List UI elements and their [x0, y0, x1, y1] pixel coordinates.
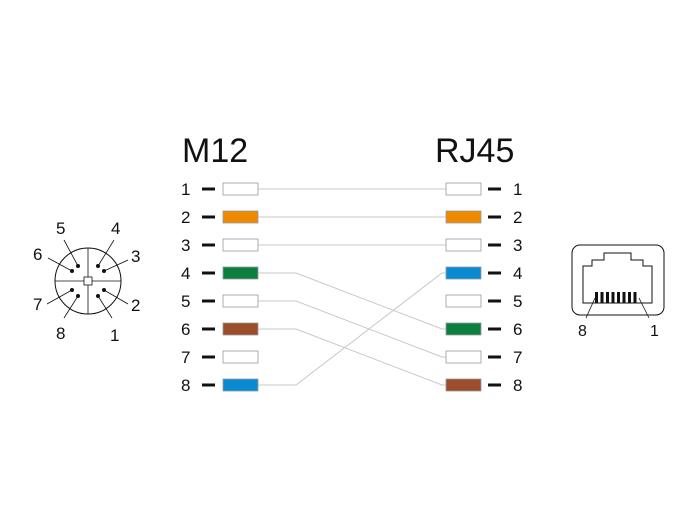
rj45-pin1-label: 1: [650, 323, 659, 340]
m12-pin-number: 5: [181, 292, 190, 311]
m12-pin-label: 4: [111, 219, 120, 238]
rj45-pin-lead: [488, 327, 501, 331]
rj45-title: RJ45: [435, 132, 514, 170]
rj45-contacts: [595, 292, 637, 303]
m12-8pin-connector-icon: 12 34 56 78: [33, 219, 140, 345]
m12-pin-leader: [97, 295, 113, 319]
m12-wire-green: [222, 266, 259, 280]
rj45-contact: [595, 292, 598, 303]
rj45-contact: [606, 292, 609, 303]
m12-pin-column: 1 2 3 4 5 6 7 8: [181, 180, 259, 395]
m12-wire-orange: [222, 210, 259, 224]
rj45-pin-lead: [488, 215, 501, 219]
rj45-pin-column: 1 2 3 4 5 6 7 8: [445, 180, 522, 395]
rj45-pin-lead: [488, 187, 501, 191]
wire-6-to-8: [258, 328, 446, 386]
rj45-contact: [600, 292, 604, 303]
rj45-wire-green: [445, 322, 482, 336]
m12-wire-blue: [222, 378, 259, 392]
m12-pin-dot: [96, 264, 100, 268]
m12-pin-label: 5: [56, 219, 65, 238]
rj45-contact: [633, 292, 637, 303]
rj45-pin-lead: [488, 299, 501, 303]
rj45-pin1-leader: [638, 297, 650, 319]
m12-pin-leader: [97, 239, 115, 267]
wire-4-to-6: [258, 272, 446, 330]
wire-8-to-4: [258, 272, 446, 386]
m12-pin-label: 3: [131, 247, 140, 266]
wire-connections: [258, 188, 446, 386]
rj45-wire-orange: [445, 210, 482, 224]
rj45-wire-blue: [445, 266, 482, 280]
rj45-pin-lead: [488, 271, 501, 275]
m12-title: M12: [182, 132, 248, 170]
m12-pin-number: 6: [181, 320, 190, 339]
m12-wire-white: [222, 182, 259, 196]
rj45-wire-white: [445, 238, 482, 252]
rj45-pin-number: 2: [513, 208, 522, 227]
m12-pin-number: 7: [181, 348, 190, 367]
m12-pin-leader: [47, 257, 73, 272]
m12-pin-label: 8: [56, 324, 65, 343]
m12-wire-white: [222, 294, 259, 308]
rj45-contact: [617, 292, 620, 303]
m12-pin-label: 7: [33, 295, 42, 314]
m12-pin-dot: [102, 288, 106, 292]
m12-wire-white: [222, 238, 259, 252]
rj45-pin-number: 6: [513, 320, 522, 339]
m12-pin-lead: [202, 383, 215, 387]
m12-pin-leader: [103, 289, 129, 305]
m12-pin-lead: [202, 215, 215, 219]
m12-pin-label: 6: [33, 245, 42, 264]
m12-center-key: [83, 276, 93, 286]
rj45-pin-lead: [488, 243, 501, 247]
m12-pin-leader: [63, 295, 79, 319]
m12-pin-lead: [202, 327, 215, 331]
m12-pin-number: 4: [181, 264, 190, 283]
rj45-pin-number: 4: [513, 264, 522, 283]
m12-pin-dot: [70, 288, 74, 292]
m12-pin-dot: [96, 294, 100, 298]
rj45-wire-white: [445, 182, 482, 196]
rj45-pin8-leader: [585, 297, 596, 319]
rj45-pin-lead: [488, 383, 501, 387]
m12-pin-dot: [76, 264, 80, 268]
m12-pin-number: 3: [181, 236, 190, 255]
rj45-pin-lead: [488, 355, 501, 359]
rj45-wire-brown: [445, 378, 482, 392]
m12-pin-number: 8: [181, 376, 190, 395]
rj45-pin8-label: 8: [578, 323, 587, 340]
m12-pin-lead: [202, 271, 215, 275]
m12-pin-leader: [63, 239, 79, 267]
m12-pin-dot: [70, 269, 74, 273]
m12-pin-leader: [103, 259, 129, 272]
m12-pin-lead: [202, 187, 215, 191]
m12-pin-label: 2: [131, 296, 140, 315]
rj45-wire-white: [445, 294, 482, 308]
rj45-pin-number: 7: [513, 348, 522, 367]
rj45-pin-number: 3: [513, 236, 522, 255]
m12-pin-lead: [202, 243, 215, 247]
m12-pin-lead: [202, 299, 215, 303]
m12-pin-dot: [76, 294, 80, 298]
m12-wire-white: [222, 350, 259, 364]
m12-pin-number: 1: [181, 180, 190, 199]
m12-pin-lead: [202, 355, 215, 359]
rj45-contact: [628, 292, 631, 303]
rj45-pin-number: 5: [513, 292, 522, 311]
rj45-pin-number: 1: [513, 180, 522, 199]
m12-pin-label: 1: [110, 326, 119, 345]
m12-pin-leader: [46, 289, 73, 305]
m12-pin-number: 2: [181, 208, 190, 227]
m12-wire-brown: [222, 322, 259, 336]
rj45-wire-white: [445, 350, 482, 364]
m12-pin-dot: [102, 269, 106, 273]
rj45-pin-number: 8: [513, 376, 522, 395]
rj45-jack-icon: 8 1: [571, 244, 665, 340]
rj45-contact: [622, 292, 626, 303]
m12-pin-points: 12 34 56 78: [33, 219, 140, 345]
rj45-opening: [582, 252, 653, 304]
rj45-contact: [611, 292, 615, 303]
